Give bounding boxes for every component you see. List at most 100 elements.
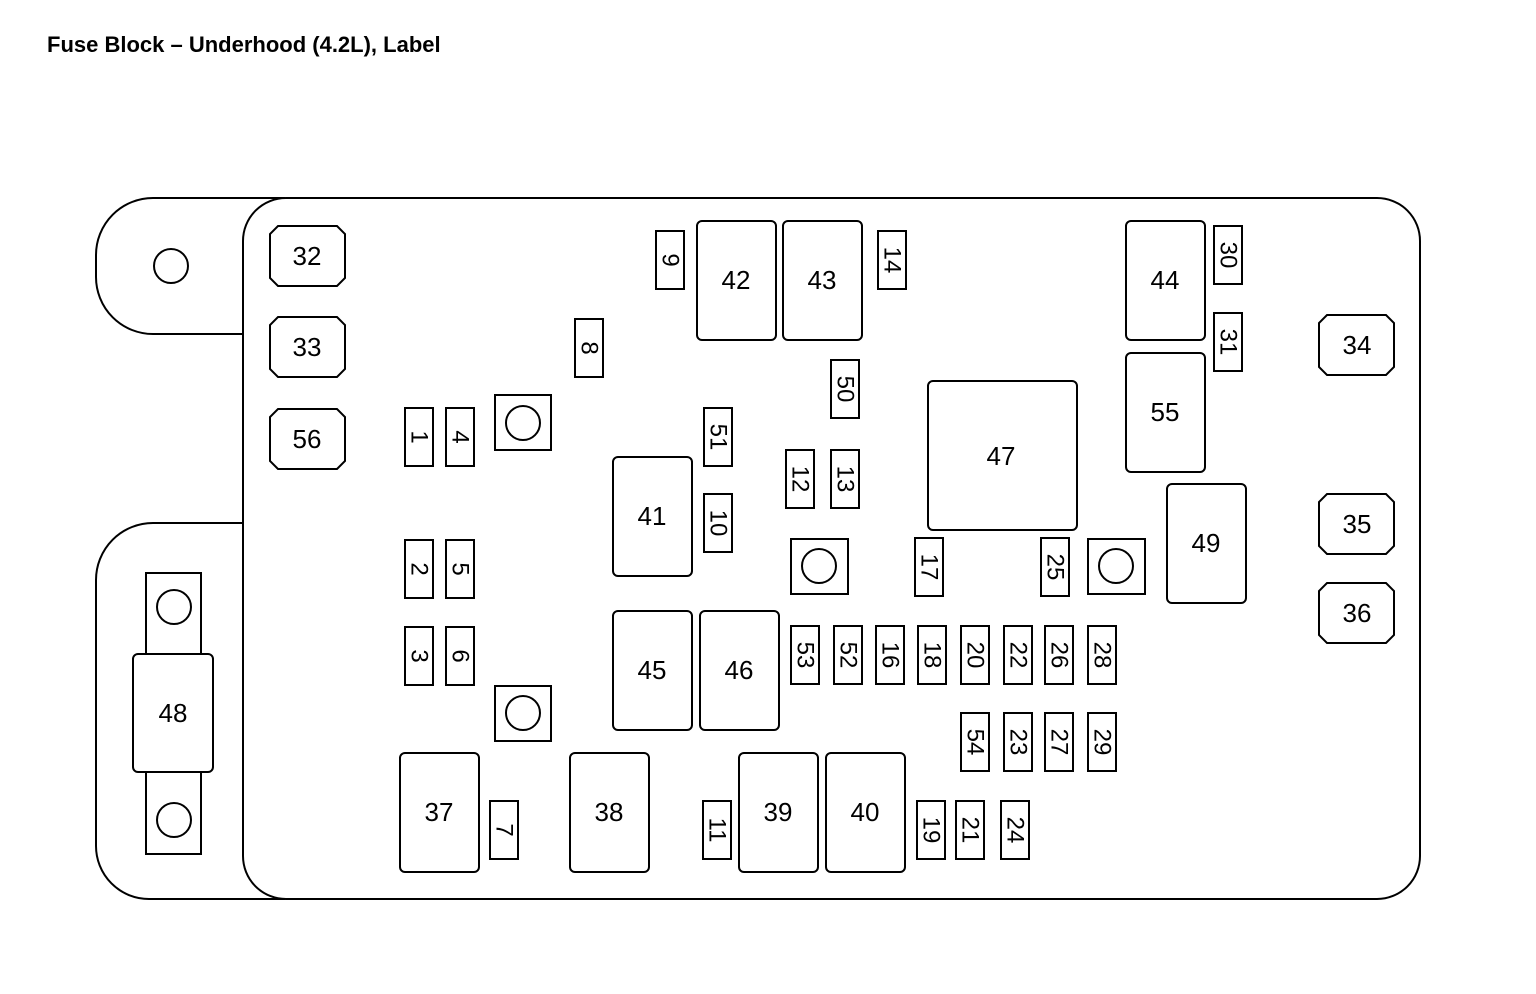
fuse-30[interactable]: 30 — [1213, 225, 1243, 285]
fuse-35-label: 35 — [1343, 509, 1372, 539]
relay-47[interactable]: 47 — [927, 380, 1078, 531]
fuse-14-label: 14 — [879, 247, 906, 274]
relay-43[interactable]: 43 — [782, 220, 863, 341]
boss — [494, 685, 552, 742]
relay-42[interactable]: 42 — [696, 220, 777, 341]
fuse-17[interactable]: 17 — [914, 537, 944, 597]
fuse-27[interactable]: 27 — [1044, 712, 1074, 772]
relay-40-label: 40 — [851, 797, 880, 827]
fuse-14[interactable]: 14 — [877, 230, 907, 290]
fuse-20[interactable]: 20 — [960, 625, 990, 685]
relay-39-label: 39 — [764, 797, 793, 827]
fuse-4[interactable]: 4 — [445, 407, 475, 467]
relay-46[interactable]: 46 — [699, 610, 780, 731]
fuse-48[interactable]: 48 — [132, 572, 214, 855]
fuse-52-label: 52 — [835, 642, 862, 669]
relay-44[interactable]: 44 — [1125, 220, 1206, 341]
fuse-2-label: 2 — [406, 562, 433, 575]
fuse-34-label: 34 — [1343, 330, 1372, 360]
relay-41[interactable]: 41 — [612, 456, 693, 577]
fuse-block-housing — [95, 197, 1421, 900]
fuse-7[interactable]: 7 — [489, 800, 519, 860]
relay-44-label: 44 — [1151, 265, 1180, 295]
fuse-20-label: 20 — [962, 642, 989, 669]
fuse-30-label: 30 — [1215, 242, 1242, 269]
fuse-22[interactable]: 22 — [1003, 625, 1033, 685]
fuse-24-label: 24 — [1002, 817, 1029, 844]
fuse-6-label: 6 — [447, 649, 474, 662]
relay-49[interactable]: 49 — [1166, 483, 1247, 604]
fuse-51[interactable]: 51 — [703, 407, 733, 467]
relay-47-label: 47 — [987, 441, 1016, 471]
page-title: Fuse Block – Underhood (4.2L), Label — [47, 32, 441, 57]
fuse-29[interactable]: 29 — [1087, 712, 1117, 772]
fuse-51-label: 51 — [705, 424, 732, 451]
fuse-56[interactable]: 56 — [269, 408, 346, 470]
relay-38[interactable]: 38 — [569, 752, 650, 873]
fuse-16-label: 16 — [877, 642, 904, 669]
fuse-8[interactable]: 8 — [574, 318, 604, 378]
fuse-32-label: 32 — [293, 241, 322, 271]
fuse-18-label: 18 — [919, 642, 946, 669]
relays: 42 43 44 55 47 41 49 45 — [399, 220, 1247, 873]
fuse-54[interactable]: 54 — [960, 712, 990, 772]
fuse-29-label: 29 — [1089, 729, 1116, 756]
fuse-26-label: 26 — [1046, 642, 1073, 669]
fuse-35[interactable]: 35 — [1318, 493, 1395, 555]
fuse-23-label: 23 — [1005, 729, 1032, 756]
relay-40[interactable]: 40 — [825, 752, 906, 873]
fuse-19[interactable]: 19 — [916, 800, 946, 860]
fuse-1[interactable]: 1 — [404, 407, 434, 467]
fuse-56-label: 56 — [293, 424, 322, 454]
fuse-6[interactable]: 6 — [445, 626, 475, 686]
fuse-13[interactable]: 13 — [830, 449, 860, 509]
fuse-5-label: 5 — [447, 562, 474, 575]
fuse-32[interactable]: 32 — [269, 225, 346, 287]
relay-37[interactable]: 37 — [399, 752, 480, 873]
fuse-7-label: 7 — [491, 823, 518, 836]
fuse-9[interactable]: 9 — [655, 230, 685, 290]
fuse-3-label: 3 — [406, 649, 433, 662]
fuse-33[interactable]: 33 — [269, 316, 346, 378]
fuse-50[interactable]: 50 — [830, 359, 860, 419]
fuse-26[interactable]: 26 — [1044, 625, 1074, 685]
cartridge-fuses: 32 33 56 34 35 36 — [269, 225, 1395, 644]
fuse-12-label: 12 — [787, 466, 814, 493]
fuse-2[interactable]: 2 — [404, 539, 434, 599]
fuse-21-label: 21 — [957, 817, 984, 844]
fuse-34[interactable]: 34 — [1318, 314, 1395, 376]
fuse-50-label: 50 — [832, 376, 859, 403]
fuse-36[interactable]: 36 — [1318, 582, 1395, 644]
fuse-21[interactable]: 21 — [955, 800, 985, 860]
fuse-31[interactable]: 31 — [1213, 312, 1243, 372]
fuse-52[interactable]: 52 — [833, 625, 863, 685]
fuse-53[interactable]: 53 — [790, 625, 820, 685]
fuse-25-label: 25 — [1042, 554, 1069, 581]
relay-55[interactable]: 55 — [1125, 352, 1206, 473]
relay-43-label: 43 — [808, 265, 837, 295]
fuse-3[interactable]: 3 — [404, 626, 434, 686]
fuse-5[interactable]: 5 — [445, 539, 475, 599]
fuse-11[interactable]: 11 — [702, 800, 732, 860]
relay-37-label: 37 — [425, 797, 454, 827]
fuse-31-label: 31 — [1215, 329, 1242, 356]
boss — [790, 538, 849, 595]
fuse-23[interactable]: 23 — [1003, 712, 1033, 772]
fuse-1-label: 1 — [406, 430, 433, 443]
relay-45[interactable]: 45 — [612, 610, 693, 731]
fuse-10[interactable]: 10 — [703, 493, 733, 553]
fuse-27-label: 27 — [1046, 729, 1073, 756]
fuse-18[interactable]: 18 — [917, 625, 947, 685]
fuse-16[interactable]: 16 — [875, 625, 905, 685]
mini-fuses: 9 14 30 31 8 50 1 4 51 12 13 10 2 5 17 2… — [404, 225, 1243, 860]
boss-squares — [494, 394, 1146, 742]
fuse-24[interactable]: 24 — [1000, 800, 1030, 860]
fuse-9-label: 9 — [657, 253, 684, 266]
fuse-54-label: 54 — [962, 729, 989, 756]
fuse-28[interactable]: 28 — [1087, 625, 1117, 685]
relay-41-label: 41 — [638, 501, 667, 531]
fuse-12[interactable]: 12 — [785, 449, 815, 509]
relay-39[interactable]: 39 — [738, 752, 819, 873]
fuse-25[interactable]: 25 — [1040, 537, 1070, 597]
boss — [494, 394, 552, 451]
